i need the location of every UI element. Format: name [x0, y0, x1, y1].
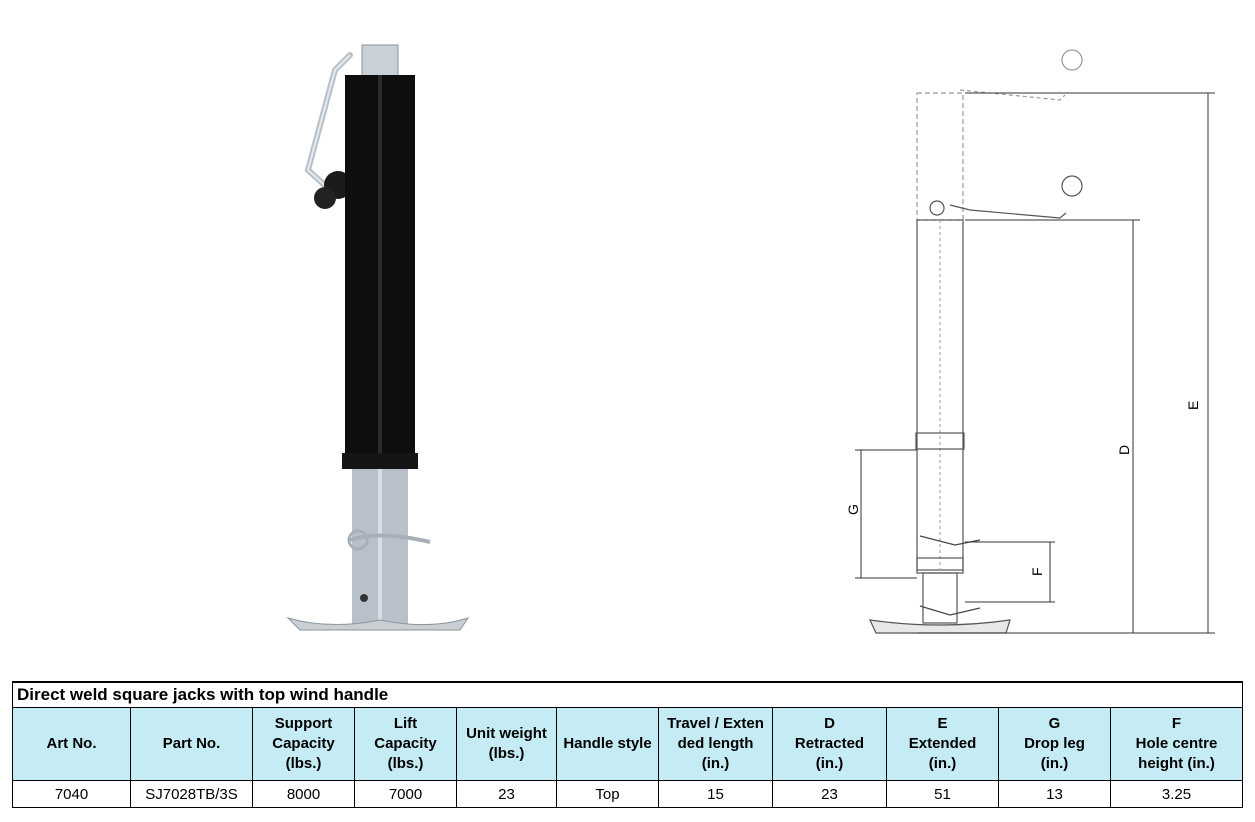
header-travel: Travel / Exten ded length (in.) [658, 707, 773, 781]
cell-unit-weight: 23 [456, 780, 557, 808]
cell-lift-capacity: 7000 [354, 780, 457, 808]
foot-outline [868, 619, 1011, 634]
crank-handle [304, 52, 353, 193]
cell-part-no: SJ7028TB/3S [130, 780, 253, 808]
dim-g-label: G [845, 504, 861, 515]
cell-travel: 15 [658, 780, 773, 808]
dimension-drawing: E D G F [845, 49, 1215, 634]
table-title: Direct weld square jacks with top wind h… [11, 681, 1244, 708]
header-extended: E Extended (in.) [886, 707, 999, 781]
header-support-capacity: Support Capacity (lbs.) [252, 707, 355, 781]
cell-handle-style: Top [556, 780, 659, 808]
dim-d-label: D [1116, 445, 1132, 455]
jack-product-photo [286, 44, 470, 631]
header-unit-weight: Unit weight (lbs.) [456, 707, 557, 781]
table-row: 7040 SJ7028TB/3S 8000 7000 23 Top 15 23 … [12, 780, 1244, 808]
header-part-no: Part No. [130, 707, 253, 781]
foot-plate [286, 616, 470, 631]
header-art-no: Art No. [12, 707, 131, 781]
dim-e-label: E [1185, 401, 1201, 410]
spec-table: Direct weld square jacks with top wind h… [11, 681, 1244, 808]
cell-drop-leg: 13 [998, 780, 1111, 808]
header-handle-style: Handle style [556, 707, 659, 781]
cell-support-capacity: 8000 [252, 780, 355, 808]
header-row: Art No. Part No. Support Capacity (lbs.)… [12, 707, 1244, 781]
header-hole-centre: F Hole centre height (in.) [1109, 707, 1244, 781]
header-drop-leg: G Drop leg (in.) [998, 707, 1111, 781]
cell-art-no: 7040 [12, 780, 131, 808]
header-retracted: D Retracted (in.) [772, 707, 887, 781]
cell-retracted: 23 [772, 780, 887, 808]
cell-extended: 51 [886, 780, 999, 808]
header-lift-capacity: Lift Capacity (lbs.) [354, 707, 457, 781]
cell-hole-centre: 3.25 [1109, 780, 1244, 808]
dim-f-label: F [1029, 567, 1045, 576]
